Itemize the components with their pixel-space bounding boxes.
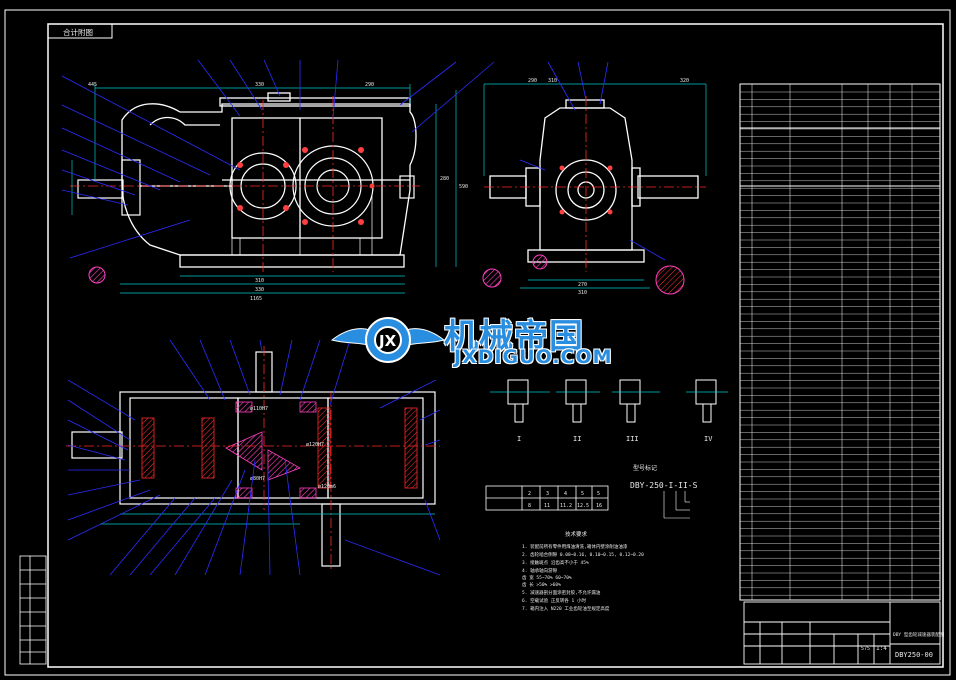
note-line: 齿 宽 55~70% 60~70% xyxy=(522,574,572,581)
spec-caption: 型号标记 xyxy=(633,464,657,472)
note-line: 7. 箱内注入 N220 工业齿轮油至规定高度 xyxy=(522,605,610,612)
note-line: 4. 轴承轴向游隙 xyxy=(522,567,558,574)
svg-text:290: 290 xyxy=(528,78,537,84)
watermark-logo-icon: JX xyxy=(330,317,446,363)
svg-text:ø110H7: ø110H7 xyxy=(250,406,268,412)
ratio-cell: 11 xyxy=(544,503,550,509)
sheet-tag: 合计附图 xyxy=(63,27,93,37)
section-mark-2: II xyxy=(573,435,581,443)
note-line: 3. 接触斑点 沿齿高不小于 45% xyxy=(522,559,589,566)
ratio-cell: 8 xyxy=(528,503,531,509)
plan-section: ø110H7 ø120H7 ø80H7 ø120m6 xyxy=(66,339,441,576)
ratio-cell: 4 xyxy=(564,491,567,497)
ratio-cell: 2 xyxy=(528,491,531,497)
drawing-scale: 1:4 xyxy=(876,645,887,652)
watermark-chinese: 机械帝国 xyxy=(444,317,584,357)
assembly-variants: I II III IV xyxy=(490,379,728,443)
svg-text:590: 590 xyxy=(459,184,468,190)
drawing-code: DBY250-00 xyxy=(895,651,933,659)
svg-text:330: 330 xyxy=(255,287,264,293)
note-line: 6. 空载试验 正反转各 1 小时 xyxy=(522,597,586,604)
svg-text:445: 445 xyxy=(88,82,97,88)
ratio-cell: 16 xyxy=(596,503,602,509)
svg-text:310: 310 xyxy=(548,78,557,84)
side-view: 290 310 320 270 310 xyxy=(482,61,707,296)
section-mark-3: III xyxy=(626,435,639,443)
svg-text:310: 310 xyxy=(255,278,264,284)
svg-text:ø120m6: ø120m6 xyxy=(318,484,336,490)
ratio-cell: 11.2 xyxy=(560,503,572,509)
svg-text:310: 310 xyxy=(578,290,587,296)
ratio-cell: 3 xyxy=(546,491,549,497)
svg-text:270: 270 xyxy=(578,282,587,288)
ratio-table xyxy=(485,485,609,511)
model-code: DBY-250-I-II-S xyxy=(630,481,698,490)
watermark-english: JXDIGUO.COM xyxy=(454,346,613,368)
note-line: 5. 减速器剖分面涂密封胶,不允许漏油 xyxy=(522,589,601,596)
front-view: 330 290 310 330 1165 445 280 590 xyxy=(61,59,495,302)
title-name: DBY 型齿轮减速器装配图 xyxy=(893,631,945,638)
svg-text:JX: JX xyxy=(378,332,397,350)
note-line: 齿 长 >50% >60% xyxy=(522,581,561,588)
svg-text:ø120H7: ø120H7 xyxy=(306,442,324,448)
svg-text:280: 280 xyxy=(440,176,449,182)
ratio-cell: 12.5 xyxy=(577,503,589,509)
technical-notes: 技术要求 1. 装配前所有零件用煤油清洗,箱体内壁涂耐油油漆 2. 齿轮啮合侧隙… xyxy=(522,530,644,612)
section-mark-1: I xyxy=(517,435,521,443)
drawing-frame xyxy=(4,9,951,676)
svg-text:320: 320 xyxy=(680,78,689,84)
svg-text:330: 330 xyxy=(255,82,264,88)
title-block xyxy=(743,601,941,665)
sheet-number: 575 xyxy=(861,646,870,652)
left-margin-table xyxy=(19,555,47,665)
notes-title: 技术要求 xyxy=(565,530,588,538)
note-line: 1. 装配前所有零件用煤油清洗,箱体内壁涂耐油油漆 xyxy=(522,543,628,550)
section-mark-4: IV xyxy=(704,435,713,443)
svg-text:ø80H7: ø80H7 xyxy=(250,476,265,482)
svg-text:1165: 1165 xyxy=(250,296,262,302)
note-line: 2. 齿轮啮合侧隙 0.08~0.16, 0.10~0.15, 0.12~0.2… xyxy=(522,551,644,558)
ratio-cell: 5 xyxy=(597,491,600,497)
parts-list xyxy=(739,83,941,601)
svg-text:290: 290 xyxy=(365,82,374,88)
ratio-cell: 5 xyxy=(581,491,584,497)
